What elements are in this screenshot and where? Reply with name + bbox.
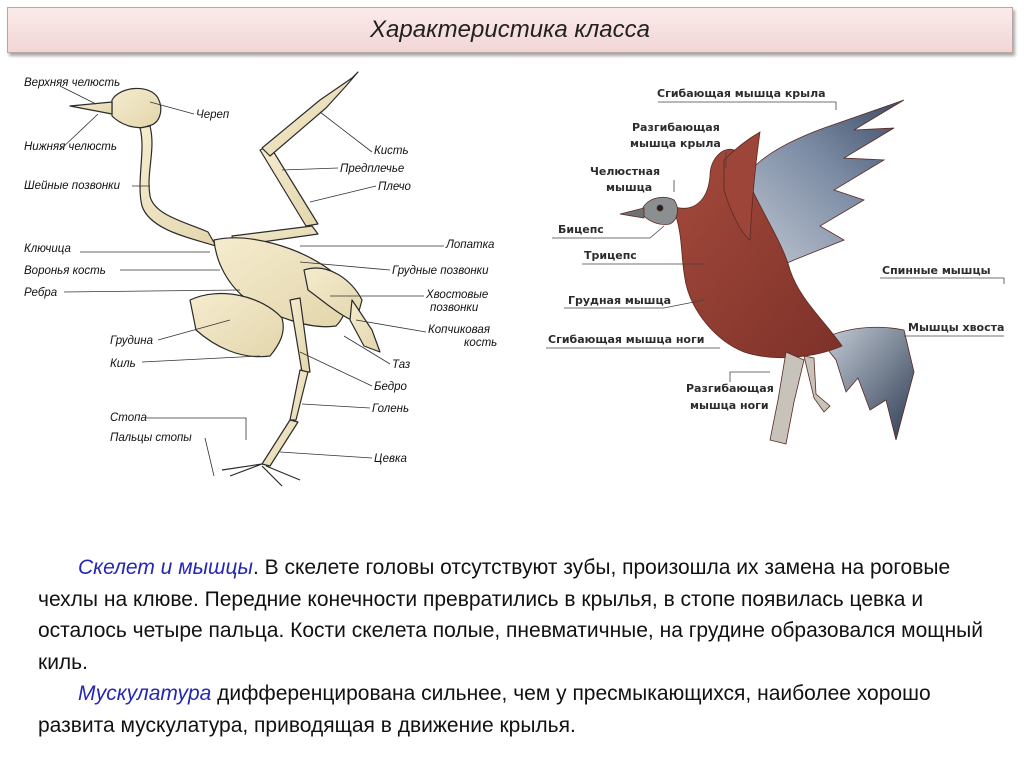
head-beak [619,207,645,219]
skeleton-muscles-text: . В скелете головы отсутствуют зубы, про… [38,556,983,674]
label-upper-jaw: Верхняя челюсть [24,77,120,89]
label-back: Спинные мышцы [882,264,991,277]
forearm [259,145,319,227]
skeleton-leader-lines [59,85,444,477]
muscle-diagram: Сгибающая мышца крыла Разгибающая мышца … [546,87,1005,445]
label-caudal-2: позвонки [430,302,479,314]
label-cervical: Шейные позвонки [24,180,121,192]
label-tail: Мышцы хвоста [908,321,1004,334]
label-skull: Череп [196,109,230,121]
muscle-leader-lines [546,101,1005,382]
label-triceps: Трицепс [584,249,637,262]
label-pygostyle-1: Копчиковая [428,324,490,336]
skull [111,87,162,129]
label-biceps: Бицепс [558,223,604,236]
label-lower-jaw: Нижняя челюсть [24,141,117,153]
label-pelvis: Таз [392,359,411,371]
neck-vertebrae [139,125,217,247]
label-leg-extensor-1: Разгибающая [686,382,774,395]
description-paragraph-1: Скелет и мышцы. В скелете головы отсутст… [38,552,988,678]
skeleton-labels: Верхняя челюсть Череп Нижняя челюсть Кис… [24,77,497,465]
label-ribs: Ребра [24,287,57,299]
label-wing-extensor-2: мышца крыла [630,137,721,150]
skeleton-diagram: Верхняя челюсть Череп Нижняя челюсть Кис… [24,71,497,487]
label-shoulder: Плечо [378,181,412,193]
femur [289,297,311,373]
label-femur: Бедро [374,381,408,393]
legs [769,351,831,445]
tarsus [261,419,299,467]
tail [819,326,915,441]
page-title: Характеристика класса [370,16,650,43]
label-hand: Кисть [374,145,409,157]
label-leg-extensor-2: мышца ноги [690,399,769,412]
musculature-text: дифференцирована сильнее, чем у пресмыка… [38,682,931,737]
label-forearm: Предплечье [340,163,404,175]
label-leg-flexor: Сгибающая мышца ноги [548,333,704,346]
label-scapula: Лопатка [445,239,494,251]
title-banner: Характеристика класса [7,7,1013,53]
description-text: Скелет и мышцы. В скелете головы отсутст… [38,552,988,741]
label-coracoid: Воронья кость [24,265,106,277]
label-tarsus: Цевка [374,453,407,465]
tail [349,299,381,353]
body-muscles [671,148,843,359]
skeleton-muscles-heading: Скелет и мышцы [78,556,253,579]
label-toes: Пальцы стопы [110,432,192,444]
beak [69,101,113,115]
label-thoracic: Грудные позвонки [392,265,489,277]
muscle-drawing [619,99,915,445]
hand [261,71,359,157]
sternum [189,293,284,358]
label-jaw-2: мышца [606,181,652,194]
musculature-heading: Мускулатура [78,682,212,705]
label-foot: Стопа [110,412,147,424]
label-keel: Киль [110,358,136,370]
label-sternum: Грудина [110,335,153,347]
label-wing-extensor-1: Разгибающая [632,121,720,134]
description-paragraph-2: Мускулатура дифференцирована сильнее, че… [38,678,988,741]
label-tibia: Голень [372,403,409,415]
label-jaw-1: Челюстная [590,165,660,178]
wing-muscles [723,131,761,241]
muscle-labels: Сгибающая мышца крыла Разгибающая мышца … [548,87,1004,412]
toes [221,463,301,487]
label-pygostyle-2: кость [464,337,497,349]
tibia [289,369,309,421]
eye [656,204,664,212]
label-pectoral: Грудная мышца [568,294,671,307]
label-wing-flexor: Сгибающая мышца крыла [657,87,826,100]
skeleton-drawing [69,71,381,487]
thorax [213,237,347,328]
label-caudal-1: Хвостовые [425,289,488,301]
label-clavicle: Ключица [24,243,71,255]
